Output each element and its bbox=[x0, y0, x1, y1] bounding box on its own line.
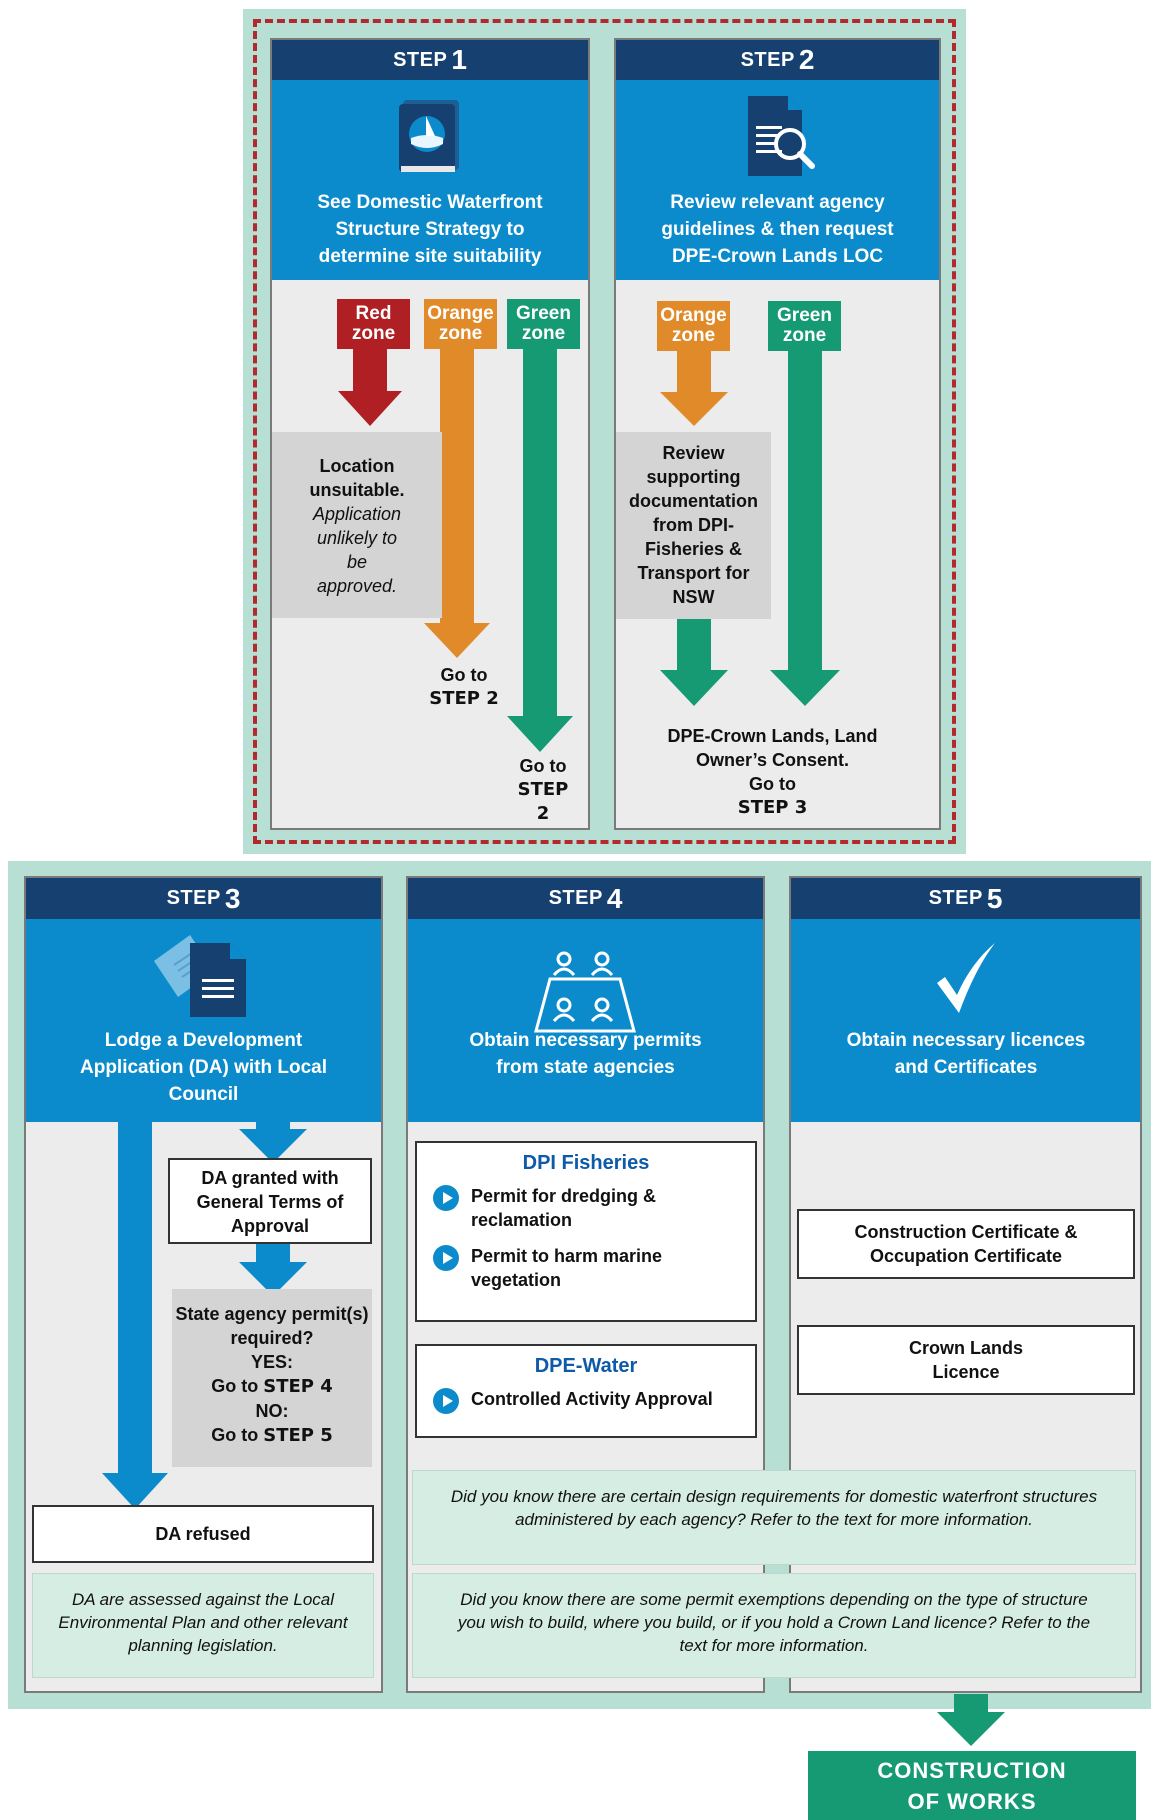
step3-description: Lodge a Development Application (DA) wit… bbox=[80, 1030, 327, 1105]
step1-banner: See Domestic Waterfront Structure Strate… bbox=[272, 80, 588, 280]
step2-description: Review relevant agency guidelines & then… bbox=[661, 192, 894, 267]
play-icon bbox=[433, 1185, 459, 1211]
crown-lands-licence-text: Crown Lands Licence bbox=[908, 1338, 1023, 1382]
fisheries-item: Permit for dredging & reclamation bbox=[433, 1184, 739, 1232]
fisheries-title: DPI Fisheries bbox=[522, 1152, 650, 1174]
permit-question-arrow bbox=[239, 1244, 307, 1296]
orange-zone-label: Orange zone bbox=[424, 299, 497, 349]
step2-green-arrow bbox=[770, 350, 840, 706]
permit-exemptions-note: Did you know there are some permit exemp… bbox=[412, 1573, 1136, 1678]
da-refused-text: DA refused bbox=[155, 1524, 251, 1544]
da-assessment-note: DA are assessed against the Local Enviro… bbox=[32, 1573, 374, 1678]
top-panel-dashed-border bbox=[253, 19, 956, 844]
step2-review-arrow bbox=[660, 619, 728, 706]
book-icon bbox=[399, 100, 459, 172]
document-search-icon bbox=[748, 96, 815, 176]
meeting-table-icon bbox=[534, 951, 636, 1033]
step2-arrows bbox=[660, 350, 840, 706]
construction-certificate-text: Construction Certificate & Occupation Ce… bbox=[854, 1222, 1078, 1266]
step5-description: Obtain necessary licences and Certificat… bbox=[846, 1030, 1086, 1078]
review-documentation-box: Review supporting documentation from DPI… bbox=[616, 432, 771, 619]
da-refused-box: DA refused bbox=[32, 1505, 374, 1563]
step2-consent-text: DPE-Crown Lands, Land Owner’s Consent. G… bbox=[667, 726, 878, 818]
fisheries-box: DPI Fisheries Permit for dredging & recl… bbox=[415, 1141, 757, 1322]
da-granted-box: DA granted with General Terms of Approva… bbox=[168, 1158, 372, 1244]
step4-description: Obtain necessary permits from state agen… bbox=[469, 1030, 702, 1078]
step3-arrows bbox=[102, 1120, 307, 1509]
refused-arrow bbox=[102, 1120, 168, 1509]
construction-certificate-box: Construction Certificate & Occupation Ce… bbox=[797, 1209, 1135, 1279]
location-unsuitable-box: Location unsuitable. Application unlikel… bbox=[272, 432, 442, 618]
granted-arrow bbox=[239, 1120, 307, 1163]
red-arrow bbox=[338, 348, 402, 426]
step2-orange-zone-label: Orange zone bbox=[657, 301, 730, 351]
water-item: Controlled Activity Approval bbox=[433, 1387, 739, 1414]
da-granted-text: DA granted with General Terms of Approva… bbox=[196, 1168, 344, 1236]
step2-banner: Review relevant agency guidelines & then… bbox=[616, 80, 939, 280]
water-title: DPE-Water bbox=[534, 1355, 638, 1377]
location-unsuitable-text: Location unsuitable. bbox=[309, 456, 405, 500]
step3-banner: Lodge a Development Application (DA) wit… bbox=[26, 919, 381, 1122]
step2-green-zone-label: Green zone bbox=[768, 301, 841, 351]
green-arrow bbox=[507, 348, 573, 752]
design-requirements-note: Did you know there are certain design re… bbox=[412, 1470, 1136, 1565]
play-icon bbox=[433, 1245, 459, 1271]
fisheries-item: Permit to harm marine vegetation bbox=[433, 1244, 739, 1292]
documents-icon bbox=[154, 935, 246, 1017]
step1-orange-goto: Go to STEP 2 bbox=[429, 665, 499, 709]
orange-arrow bbox=[424, 348, 490, 658]
red-zone-label: Red zone bbox=[337, 299, 410, 349]
crown-lands-licence-box: Crown Lands Licence bbox=[797, 1325, 1135, 1395]
step2-orange-arrow bbox=[660, 350, 728, 426]
step1-green-goto: Go to STEP 2 bbox=[517, 756, 569, 824]
step4-banner: Obtain necessary permits from state agen… bbox=[408, 919, 763, 1122]
step1-description: See Domestic Waterfront Structure Strate… bbox=[317, 192, 543, 267]
permit-question-text: State agency permit(s) required? bbox=[175, 1304, 369, 1348]
step1-arrows bbox=[338, 348, 573, 752]
step5-banner: Obtain necessary licences and Certificat… bbox=[791, 919, 1140, 1122]
application-unlikely-text: Application unlikely to be approved. bbox=[312, 504, 402, 596]
review-documentation-text: Review supporting documentation from DPI… bbox=[629, 443, 758, 607]
checkmark-icon bbox=[937, 943, 995, 1013]
play-icon bbox=[433, 1388, 459, 1414]
green-zone-label: Green zone bbox=[507, 299, 580, 349]
final-arrow bbox=[937, 1694, 1005, 1746]
water-box: DPE-Water Controlled Activity Approval bbox=[415, 1344, 757, 1438]
permit-question-box: State agency permit(s) required? YES: Go… bbox=[172, 1289, 372, 1467]
